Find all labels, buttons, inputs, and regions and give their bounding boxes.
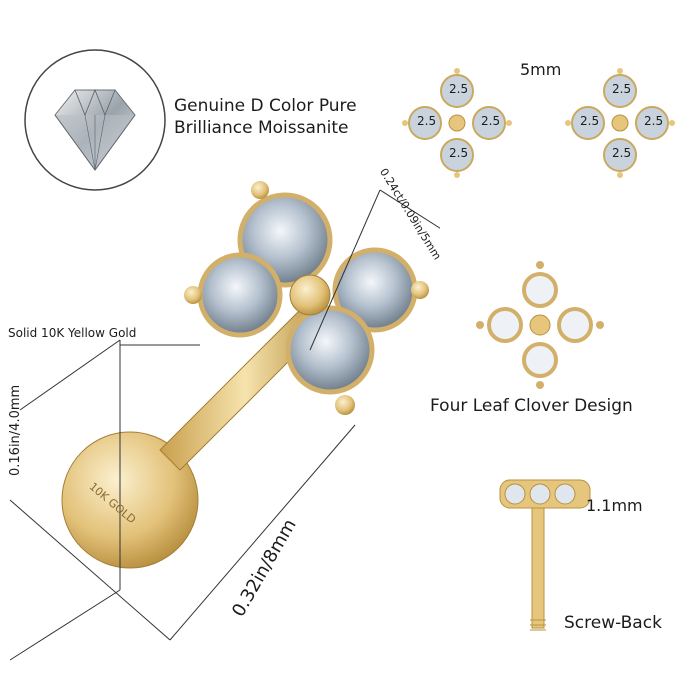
thickness-label: 1.1mm bbox=[586, 496, 643, 515]
moissanite-label-line-1: Genuine D Color Pure bbox=[174, 96, 357, 116]
clover-size-diagram bbox=[395, 45, 685, 205]
moissanite-label: Genuine D Color Pure Brilliance Moissani… bbox=[174, 95, 357, 139]
stone-size-marker: 2.5 bbox=[612, 146, 632, 160]
clover-design-image bbox=[465, 250, 615, 400]
ball-dims-label: 0.16in/4.0mm bbox=[8, 384, 23, 476]
design-label: Four Leaf Clover Design bbox=[430, 396, 633, 416]
size-5mm-label: 5mm bbox=[520, 60, 562, 79]
side-view-image bbox=[480, 470, 610, 670]
stone-size-marker: 2.5 bbox=[449, 146, 469, 160]
moissanite-stone-image bbox=[20, 45, 170, 195]
moissanite-label-line-2: Brilliance Moissanite bbox=[174, 118, 349, 138]
stone-size-marker: 2.5 bbox=[580, 114, 600, 128]
stone-size-marker: 2.5 bbox=[417, 114, 437, 128]
stone-size-marker: 2.5 bbox=[481, 114, 501, 128]
stone-size-marker: 2.5 bbox=[449, 82, 469, 96]
stone-size-marker: 2.5 bbox=[612, 82, 632, 96]
screw-back-label: Screw-Back bbox=[564, 613, 662, 633]
main-earring-diagram bbox=[0, 160, 440, 680]
stone-size-marker: 2.5 bbox=[644, 114, 664, 128]
gold-material-label: Solid 10K Yellow Gold bbox=[8, 326, 137, 340]
